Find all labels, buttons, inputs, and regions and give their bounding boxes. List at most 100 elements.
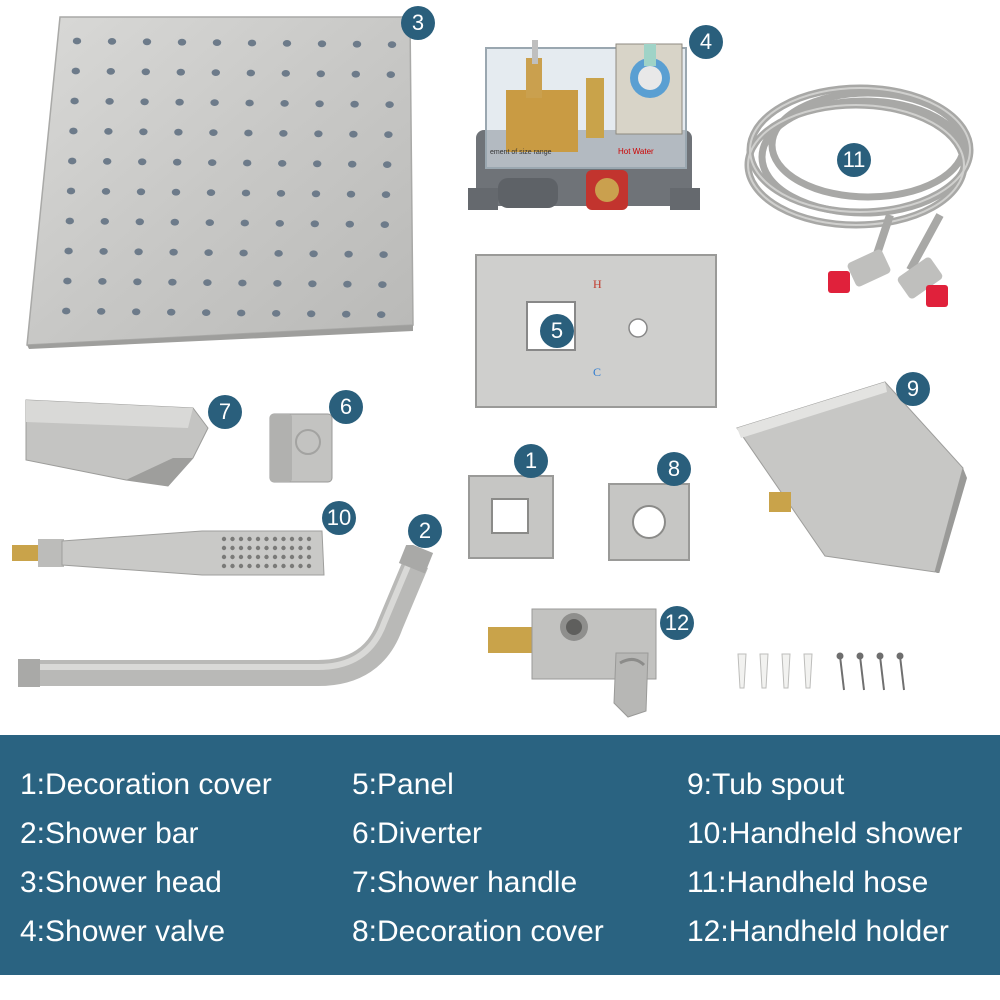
nozzle <box>343 280 352 288</box>
nozzle <box>316 70 325 78</box>
handheld-holder-image <box>488 608 657 718</box>
spray-hole <box>255 554 261 560</box>
spray-hole <box>247 563 252 569</box>
badge-12: 12 <box>660 606 694 640</box>
nozzle <box>65 217 74 225</box>
spray-hole <box>306 563 312 569</box>
nozzle <box>350 100 359 108</box>
badge-7: 7 <box>208 395 242 429</box>
spray-hole <box>238 554 244 560</box>
nozzle <box>237 309 246 317</box>
spray-hole <box>221 554 227 560</box>
legend-item: 3:Shower head <box>20 866 222 899</box>
nozzle <box>351 70 360 78</box>
nozzle <box>380 221 389 229</box>
legend-column-2: 5:Panel 6:Diverter 7:Shower handle 8:Dec… <box>352 765 604 961</box>
spray-hole <box>272 554 278 560</box>
nozzle <box>103 158 112 165</box>
nozzle <box>309 250 318 258</box>
nozzle <box>280 100 289 107</box>
decoration-cover-1-image <box>468 475 554 559</box>
legend-item: 11:Handheld hose <box>687 866 929 899</box>
nozzle <box>68 157 77 165</box>
legend-column-3: 9:Tub spout 10:Handheld shower 11:Handhe… <box>687 765 962 961</box>
legend-item: 9:Tub spout <box>687 768 845 801</box>
nozzle <box>314 130 323 138</box>
spray-hole <box>264 536 269 542</box>
nozzle <box>69 127 78 135</box>
spray-hole <box>230 536 235 542</box>
nozzle <box>204 249 213 256</box>
spray-hole <box>255 545 261 551</box>
nozzle <box>378 281 387 288</box>
spray-hole <box>272 545 278 551</box>
badge-8: 8 <box>657 452 691 486</box>
legend-item: 7:Shower handle <box>352 866 578 899</box>
nozzle <box>274 250 283 257</box>
nozzle <box>136 188 146 196</box>
badge-4: 4 <box>689 25 723 59</box>
nozzle <box>203 279 212 286</box>
nozzle <box>209 129 218 136</box>
spray-hole <box>230 545 235 551</box>
spray-hole <box>221 563 227 569</box>
nozzle <box>70 97 79 105</box>
tub-spout-image <box>736 381 967 573</box>
legend-item: 4:Shower valve <box>20 915 226 948</box>
nozzle <box>173 158 182 166</box>
nozzle <box>212 39 222 46</box>
nozzle <box>344 250 353 258</box>
nozzle <box>132 308 141 316</box>
valve-label-size: ement of size range <box>490 149 552 156</box>
nozzle <box>211 69 220 76</box>
nozzle <box>72 37 82 45</box>
nozzle <box>381 191 391 199</box>
nozzle <box>282 40 292 47</box>
nozzle <box>244 129 253 137</box>
legend-item: 6:Diverter <box>352 817 483 850</box>
shower-bar-image <box>18 545 434 687</box>
nozzle <box>383 161 392 169</box>
nozzle <box>241 189 251 197</box>
parts-legend: 1:Decoration cover 2:Shower bar 3:Shower… <box>0 735 1000 975</box>
badge-9: 9 <box>896 372 930 406</box>
nozzle <box>71 67 80 75</box>
spray-hole <box>255 563 261 569</box>
nozzle <box>62 307 71 315</box>
spray-hole <box>298 563 303 569</box>
spray-hole <box>281 536 286 542</box>
nozzle <box>387 41 397 48</box>
spray-hole <box>272 536 278 542</box>
badge-3: 3 <box>401 6 435 40</box>
spray-hole <box>289 536 295 542</box>
spray-hole <box>289 554 295 560</box>
badge-2: 2 <box>408 514 442 548</box>
nozzle <box>99 248 108 255</box>
badge-6: 6 <box>329 390 363 424</box>
spray-hole <box>255 536 261 542</box>
nozzle <box>385 101 394 108</box>
nozzle <box>210 99 219 106</box>
spray-hole <box>238 536 244 542</box>
spray-hole <box>281 554 286 560</box>
nozzle <box>272 310 281 317</box>
nozzle <box>66 187 76 195</box>
badge-10: 10 <box>322 501 356 535</box>
nozzle <box>317 40 327 48</box>
nozzle <box>281 70 290 77</box>
nozzle <box>311 190 321 198</box>
legend-item: 10:Handheld shower <box>687 817 963 850</box>
nozzle <box>342 310 351 318</box>
spray-hole <box>230 554 235 560</box>
nozzle <box>310 220 319 228</box>
nozzle <box>64 247 73 255</box>
spray-hole <box>264 545 269 551</box>
nozzle <box>386 71 395 78</box>
handheld-hose-image <box>744 84 974 307</box>
nozzle <box>276 190 286 197</box>
diverter-image <box>269 413 333 483</box>
nozzle <box>169 248 178 256</box>
nozzle <box>202 309 211 316</box>
nozzle <box>171 188 181 196</box>
nozzle <box>315 100 324 108</box>
